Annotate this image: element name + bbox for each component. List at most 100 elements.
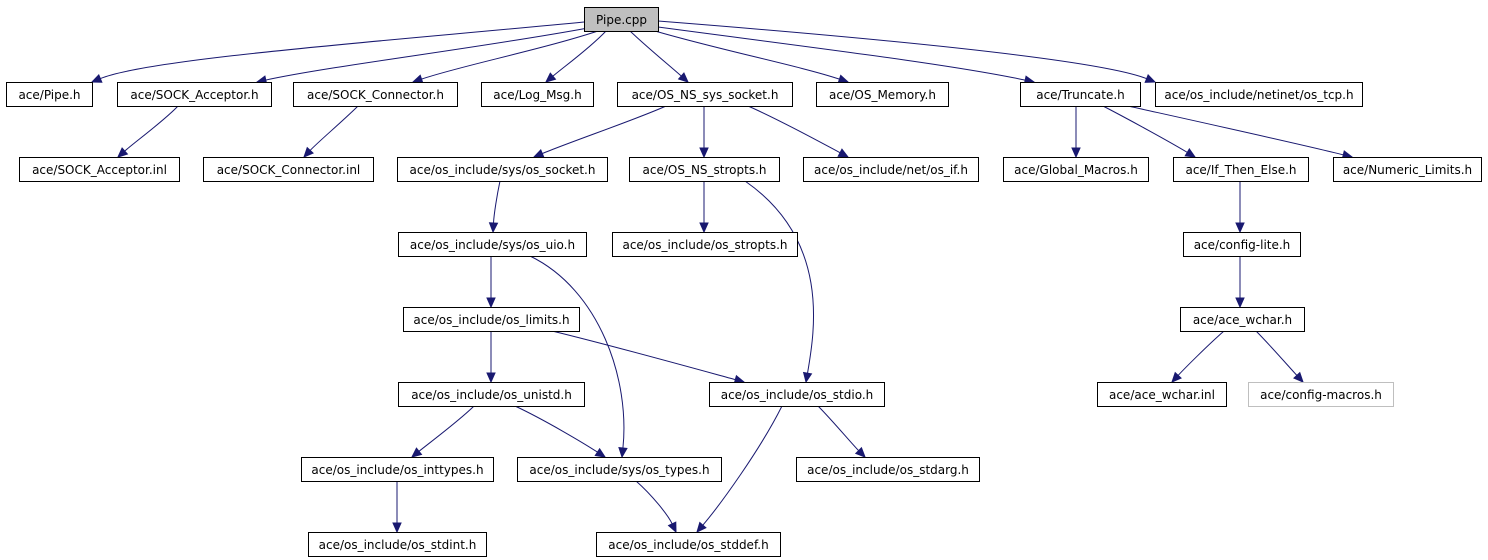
edge-os-include-os-limits-h-to-os-include-os-unistd-h bbox=[486, 330, 496, 384]
edge-pipe-cpp-to-os-include-netinet-os-tcp-h bbox=[657, 20, 1157, 83]
node-label: ace/Numeric_Limits.h bbox=[1343, 163, 1472, 177]
edge-line bbox=[124, 105, 179, 152]
edge-line bbox=[635, 480, 673, 525]
node-os-include-os-stdint-h[interactable]: ace/os_include/os_stdint.h bbox=[308, 532, 487, 557]
arrowhead-icon bbox=[854, 446, 866, 458]
node-sock-connector-inl[interactable]: ace/SOCK_Connector.inl bbox=[203, 157, 374, 182]
arrowhead-icon bbox=[837, 148, 850, 158]
edge-os-include-os-unistd-h-to-os-include-os-inttypes-h bbox=[411, 405, 475, 458]
arrowhead-icon bbox=[699, 147, 709, 159]
node-box bbox=[398, 382, 585, 407]
node-ace-wchar-h[interactable]: ace/ace_wchar.h bbox=[1180, 307, 1305, 332]
node-label: ace/SOCK_Acceptor.inl bbox=[32, 163, 167, 177]
node-config-macros-h[interactable]: ace/config-macros.h bbox=[1248, 382, 1394, 407]
node-log-msg-h[interactable]: ace/Log_Msg.h bbox=[481, 82, 594, 107]
arrowhead-icon bbox=[117, 147, 129, 158]
node-os-include-os-inttypes-h[interactable]: ace/os_include/os_inttypes.h bbox=[301, 457, 494, 482]
node-label: ace/os_include/os_inttypes.h bbox=[311, 463, 483, 477]
node-os-include-sys-os-socket-h[interactable]: ace/os_include/sys/os_socket.h bbox=[397, 157, 608, 182]
node-os-ns-sys-socket-h[interactable]: ace/OS_NS_sys_socket.h bbox=[617, 82, 793, 107]
arrowhead-icon bbox=[1235, 222, 1245, 234]
arrowhead-icon bbox=[802, 371, 813, 384]
arrowhead-icon bbox=[667, 521, 677, 534]
node-box bbox=[1155, 82, 1363, 107]
node-box bbox=[1173, 157, 1309, 182]
node-os-memory-h[interactable]: ace/OS_Memory.h bbox=[816, 82, 949, 107]
edge-line bbox=[551, 330, 736, 381]
node-label: ace/If_Then_Else.h bbox=[1185, 163, 1296, 177]
node-box bbox=[796, 457, 980, 482]
node-pipe-cpp[interactable]: Pipe.cpp bbox=[584, 7, 659, 32]
node-box bbox=[596, 532, 781, 557]
edge-os-include-os-unistd-h-to-os-include-sys-os-types-h bbox=[514, 405, 607, 458]
edge-line bbox=[657, 20, 1147, 80]
node-label: ace/os_include/os_limits.h bbox=[413, 313, 569, 327]
node-sock-acceptor-inl[interactable]: ace/SOCK_Acceptor.inl bbox=[19, 157, 180, 182]
edge-line bbox=[542, 105, 667, 154]
node-os-include-os-stddef-h[interactable]: ace/os_include/os_stddef.h bbox=[596, 532, 781, 557]
edge-line bbox=[552, 30, 607, 77]
node-box bbox=[709, 382, 885, 407]
edge-ace-wchar-h-to-config-macros-h bbox=[1255, 330, 1304, 383]
edge-line bbox=[529, 255, 625, 449]
node-box bbox=[612, 232, 798, 257]
node-pipe-h[interactable]: ace/Pipe.h bbox=[6, 82, 93, 107]
node-os-include-os-limits-h[interactable]: ace/os_include/os_limits.h bbox=[403, 307, 580, 332]
node-truncate-h[interactable]: ace/Truncate.h bbox=[1020, 82, 1141, 107]
node-box bbox=[117, 82, 272, 107]
node-label: ace/os_include/net/os_if.h bbox=[814, 163, 968, 177]
node-label: ace/Pipe.h bbox=[18, 88, 80, 102]
edge-os-include-sys-os-uio-h-to-os-include-os-limits-h bbox=[486, 255, 496, 309]
node-label: ace/ace_wchar.h bbox=[1193, 313, 1292, 327]
node-box bbox=[403, 307, 580, 332]
node-box bbox=[301, 457, 494, 482]
arrowhead-icon bbox=[837, 74, 850, 84]
node-os-include-os-stropts-h[interactable]: ace/os_include/os_stropts.h bbox=[612, 232, 798, 257]
edge-truncate-h-to-numeric-limits-h bbox=[1127, 105, 1354, 160]
arrowhead-icon bbox=[90, 73, 103, 83]
edge-os-include-sys-os-socket-h-to-os-include-sys-os-uio-h bbox=[488, 180, 501, 234]
node-global-macros-h[interactable]: ace/Global_Macros.h bbox=[1003, 157, 1149, 182]
node-os-include-sys-os-uio-h[interactable]: ace/os_include/sys/os_uio.h bbox=[398, 232, 587, 257]
node-if-then-else-h[interactable]: ace/If_Then_Else.h bbox=[1173, 157, 1309, 182]
node-os-ns-stropts-h[interactable]: ace/OS_NS_stropts.h bbox=[629, 157, 780, 182]
node-label: ace/SOCK_Connector.h bbox=[307, 88, 444, 102]
node-os-include-os-unistd-h[interactable]: ace/os_include/os_unistd.h bbox=[398, 382, 585, 407]
node-os-include-net-os-if-h[interactable]: ace/os_include/net/os_if.h bbox=[803, 157, 979, 182]
node-label: ace/OS_NS_sys_socket.h bbox=[632, 88, 779, 102]
node-os-include-sys-os-types-h[interactable]: ace/os_include/sys/os_types.h bbox=[517, 457, 722, 482]
node-box bbox=[1180, 307, 1305, 332]
edge-os-ns-sys-socket-h-to-os-include-sys-os-socket-h bbox=[532, 105, 667, 158]
node-label: ace/os_include/sys/os_types.h bbox=[529, 463, 709, 477]
edge-truncate-h-to-if-then-else-h bbox=[1102, 105, 1197, 158]
edge-config-lite-h-to-ace-wchar-h bbox=[1235, 256, 1245, 309]
node-box bbox=[1248, 382, 1394, 407]
node-box bbox=[803, 157, 979, 182]
node-box bbox=[203, 157, 374, 182]
edge-os-include-os-stdio-h-to-os-include-os-stddef-h bbox=[696, 405, 783, 533]
node-os-include-os-stdio-h[interactable]: ace/os_include/os_stdio.h bbox=[709, 382, 885, 407]
node-box bbox=[397, 157, 608, 182]
node-os-include-netinet-os-tcp-h[interactable]: ace/os_include/netinet/os_tcp.h bbox=[1155, 82, 1363, 107]
arrowhead-icon bbox=[486, 297, 496, 309]
edge-if-then-else-h-to-config-lite-h bbox=[1235, 181, 1245, 234]
node-box bbox=[584, 7, 659, 32]
edge-line bbox=[629, 30, 682, 77]
node-ace-wchar-inl[interactable]: ace/ace_wchar.inl bbox=[1097, 382, 1227, 407]
node-label: ace/os_include/os_stdint.h bbox=[319, 538, 477, 552]
node-config-lite-h[interactable]: ace/config-lite.h bbox=[1183, 232, 1301, 257]
node-box bbox=[816, 82, 949, 107]
node-sock-acceptor-h[interactable]: ace/SOCK_Acceptor.h bbox=[117, 82, 272, 107]
node-box bbox=[1183, 232, 1301, 257]
node-numeric-limits-h[interactable]: ace/Numeric_Limits.h bbox=[1333, 157, 1482, 182]
node-label: ace/os_include/os_stdarg.h bbox=[807, 463, 969, 477]
arrowhead-icon bbox=[1144, 74, 1157, 83]
node-box bbox=[398, 232, 587, 257]
node-label: ace/ace_wchar.inl bbox=[1109, 388, 1215, 402]
edge-line bbox=[514, 405, 598, 453]
node-os-include-os-stdarg-h[interactable]: ace/os_include/os_stdarg.h bbox=[796, 457, 980, 482]
edge-os-include-os-inttypes-h-to-os-include-os-stdint-h bbox=[392, 481, 402, 534]
node-box bbox=[481, 82, 594, 107]
edge-os-include-sys-os-types-h-to-os-include-os-stddef-h bbox=[635, 480, 677, 534]
node-sock-connector-h[interactable]: ace/SOCK_Connector.h bbox=[293, 82, 458, 107]
